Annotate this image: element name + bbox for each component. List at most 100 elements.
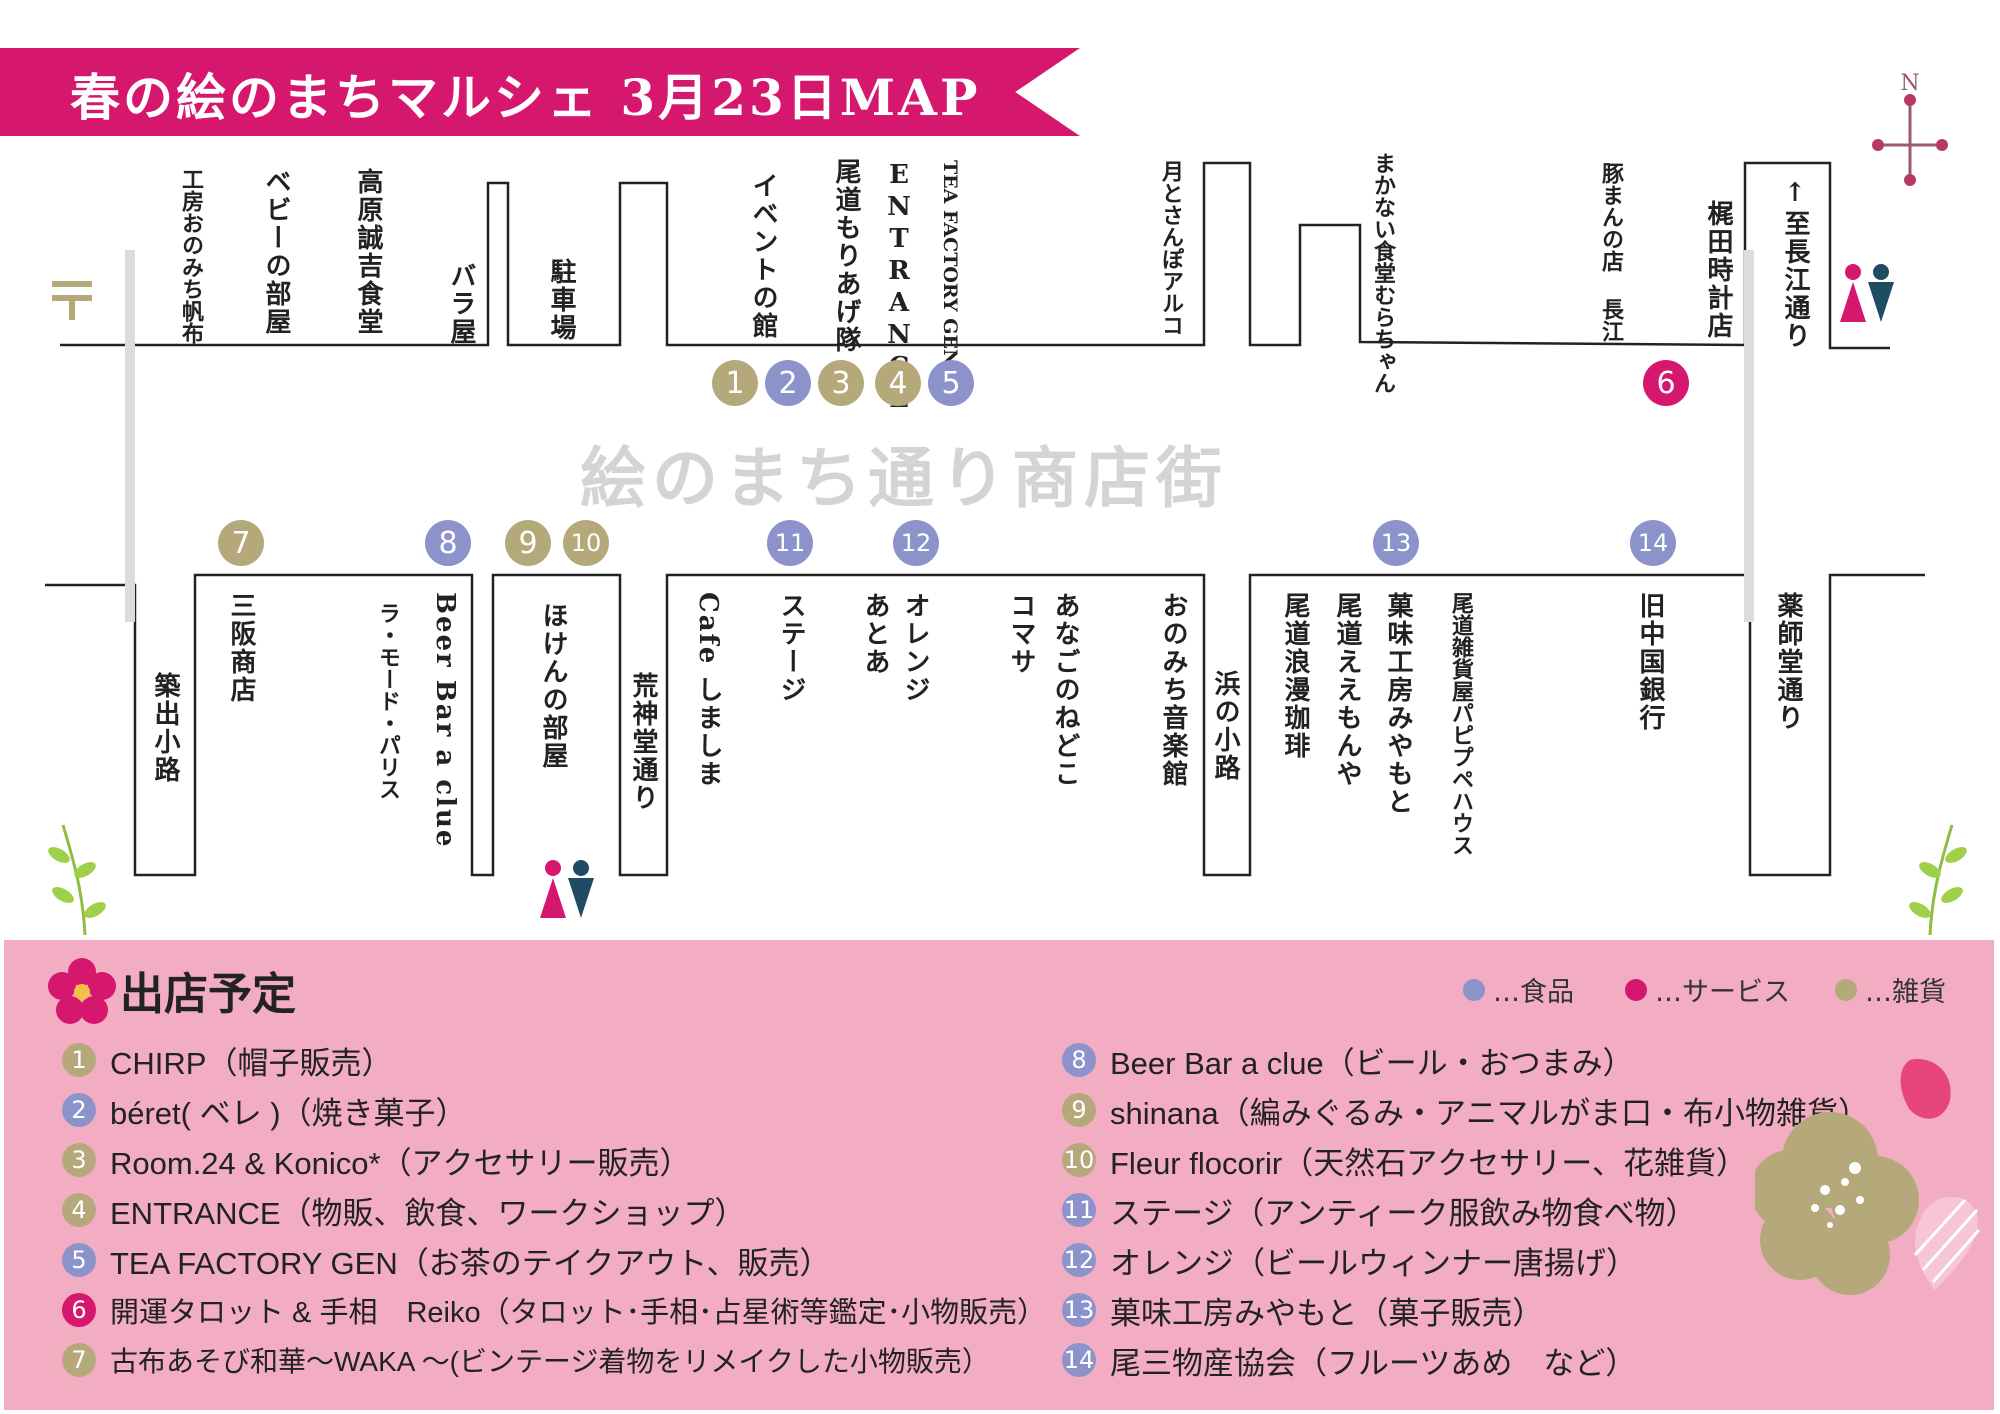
vendor-text: ENTRANCE（物販、飲食、ワークショップ） xyxy=(110,1195,746,1231)
map-marker-12: 12 xyxy=(893,520,939,566)
map-marker-9: 9 xyxy=(505,520,551,566)
vendor-text: ステージ（アンティーク服飲み物食べ物） xyxy=(1110,1195,1697,1231)
map-marker-10: 10 xyxy=(563,520,609,566)
shop-label: 月とさんぽアルコ xyxy=(1158,160,1184,336)
shop-label: 旧中国銀行 xyxy=(1635,592,1665,732)
title-banner xyxy=(0,48,1080,136)
map-marker-1: 1 xyxy=(712,360,758,406)
shop-label: おのみち音楽館 xyxy=(1158,592,1188,788)
vendor-number: 2 xyxy=(62,1093,96,1127)
vendor-row: 14 尾三物産協会（フルーツあめ など） xyxy=(1062,1335,1869,1385)
shop-label: 尾道浪漫珈琲 xyxy=(1280,592,1310,760)
vendor-text: 尾三物産協会（フルーツあめ など） xyxy=(1110,1345,1637,1381)
shop-label: 三阪商店 xyxy=(226,592,256,704)
map-marker-14: 14 xyxy=(1630,520,1676,566)
vendor-number: 1 xyxy=(62,1043,96,1077)
legend-service-dot xyxy=(1625,978,1647,1001)
vendor-text: Beer Bar a clue（ビール・おつまみ） xyxy=(1110,1045,1634,1081)
flower-icon xyxy=(48,958,116,1024)
legend-goods: …雑貨 xyxy=(1835,970,1946,1009)
shop-label: イベントの館 xyxy=(748,172,778,340)
shop-label: 尾道雑貨屋パピプペハウス xyxy=(1448,592,1474,856)
map-marker-7: 7 xyxy=(218,520,264,566)
vendor-text: shinana（編みぐるみ・アニマルがま口・布小物雑貨） xyxy=(1110,1095,1869,1131)
vendor-list-right: 8 Beer Bar a clue（ビール・おつまみ） 9 shinana（編みぐる… xyxy=(1062,1035,1869,1385)
vendor-row: 11 ステージ（アンティーク服飲み物食べ物） xyxy=(1062,1185,1869,1235)
vendor-number: 14 xyxy=(1062,1343,1096,1377)
page-title: 春の絵のまちマルシェ 3月23日MAP xyxy=(70,68,981,127)
shop-label: 豚まんの店 長江 xyxy=(1598,162,1624,342)
vendor-text: 菓味工房みやもと（菓子販売） xyxy=(1110,1295,1544,1331)
compass-icon: N xyxy=(1872,71,1948,186)
shop-label: あなごのねどこ xyxy=(1050,592,1080,788)
vendor-text: TEA FACTORY GEN（お茶のテイクアウト、販売） xyxy=(110,1245,831,1281)
shop-label: 梶田時計店 xyxy=(1703,200,1733,340)
vendor-row: 7 古布あそび和華〜WAKA 〜(ビンテージ着物をリメイクした小物販売） xyxy=(62,1335,1046,1385)
legend-goods-label: …雑貨 xyxy=(1865,977,1946,1008)
shop-label: バラ屋 xyxy=(446,262,476,346)
post-office-icon xyxy=(52,281,92,320)
vendor-text: CHIRP（帽子販売） xyxy=(110,1045,393,1081)
map-outline xyxy=(45,161,1925,877)
shop-label: まかない食堂むらちゃん xyxy=(1370,152,1396,394)
vendor-row: 8 Beer Bar a clue（ビール・おつまみ） xyxy=(1062,1035,1869,1085)
vendor-number: 4 xyxy=(62,1193,96,1227)
vendor-number: 11 xyxy=(1062,1193,1096,1227)
shop-label: 尾道もりあげ隊 xyxy=(831,158,861,354)
vendor-row: 13 菓味工房みやもと（菓子販売） xyxy=(1062,1285,1869,1335)
vendor-number: 12 xyxy=(1062,1243,1096,1277)
map-marker-3: 3 xyxy=(818,360,864,406)
shop-label: Beer Bar a clue xyxy=(430,592,460,849)
legend-food-label: …食品 xyxy=(1493,977,1574,1008)
vendor-number: 3 xyxy=(62,1143,96,1177)
shop-label: 駐車場 xyxy=(546,258,576,342)
vendor-row: 9 shinana（編みぐるみ・アニマルがま口・布小物雑貨） xyxy=(1062,1085,1869,1135)
vendor-number: 6 xyxy=(62,1293,96,1327)
street-label: 薬師堂通り xyxy=(1773,592,1803,732)
map-marker-13: 13 xyxy=(1373,520,1419,566)
vendor-row: 2 béret( ベレ )（焼き菓子） xyxy=(62,1085,1046,1135)
compass-north: N xyxy=(1900,71,1919,96)
street-label: ↑至長江通り xyxy=(1780,178,1810,350)
shop-label: ベビーの部屋 xyxy=(261,168,291,336)
shop-label: ラ・モード・パリス xyxy=(375,602,401,800)
vendor-number: 7 xyxy=(62,1343,96,1377)
shop-label: 高原誠吉食堂 xyxy=(353,168,383,336)
street-label: 浜の小路 xyxy=(1210,670,1240,782)
vendor-row: 4 ENTRANCE（物販、飲食、ワークショップ） xyxy=(62,1185,1046,1235)
legend-food-dot xyxy=(1463,978,1485,1001)
shop-label: コマサ xyxy=(1006,592,1036,676)
legend-service: …サービス xyxy=(1625,970,1790,1009)
legend-food: …食品 xyxy=(1463,970,1574,1009)
street-label: 築出小路 xyxy=(150,672,180,784)
vendor-row: 3 Room.24 & Konico*（アクセサリー販売） xyxy=(62,1135,1046,1185)
vendor-list-left: 1 CHIRP（帽子販売） 2 béret( ベレ )（焼き菓子） 3 Room.24… xyxy=(62,1035,1046,1385)
legend-goods-dot xyxy=(1835,978,1857,1001)
vendor-row: 1 CHIRP（帽子販売） xyxy=(62,1035,1046,1085)
vendor-text: Room.24 & Konico*（アクセサリー販売） xyxy=(110,1145,691,1181)
leaf-decoration-icon xyxy=(1909,824,1967,936)
vendor-number: 9 xyxy=(1062,1093,1096,1127)
map-marker-2: 2 xyxy=(765,360,811,406)
vendor-number: 8 xyxy=(1062,1043,1096,1077)
vendor-panel xyxy=(4,940,1994,1410)
shop-label: ほけんの部屋 xyxy=(538,602,568,770)
shop-label: オレンジ xyxy=(900,592,930,704)
vendor-text: Fleur flocorir（天然石アクセサリー、花雑貨） xyxy=(1110,1145,1747,1181)
panel-title: 出店予定 xyxy=(120,969,296,1020)
vendor-number: 13 xyxy=(1062,1293,1096,1327)
vendor-row: 6 開運タロット & 手相 Reiko（タロット･手相･占星術等鑑定･小物販売） xyxy=(62,1285,1046,1335)
restroom-icon xyxy=(540,860,594,918)
map-marker-6: 6 xyxy=(1643,360,1689,406)
leaf-decoration-icon xyxy=(48,824,106,936)
shop-label: 菓味工房みやもと xyxy=(1383,592,1413,816)
vendor-text: 開運タロット & 手相 Reiko（タロット･手相･占星術等鑑定･小物販売） xyxy=(110,1297,1047,1329)
shop-label: 尾道ええもんや xyxy=(1332,592,1362,788)
map-marker-11: 11 xyxy=(767,520,813,566)
street-label: 荒神堂通り xyxy=(628,672,658,812)
vendor-text: béret( ベレ )（焼き菓子） xyxy=(110,1095,467,1131)
vendor-text: 古布あそび和華〜WAKA 〜(ビンテージ着物をリメイクした小物販売） xyxy=(110,1346,990,1377)
